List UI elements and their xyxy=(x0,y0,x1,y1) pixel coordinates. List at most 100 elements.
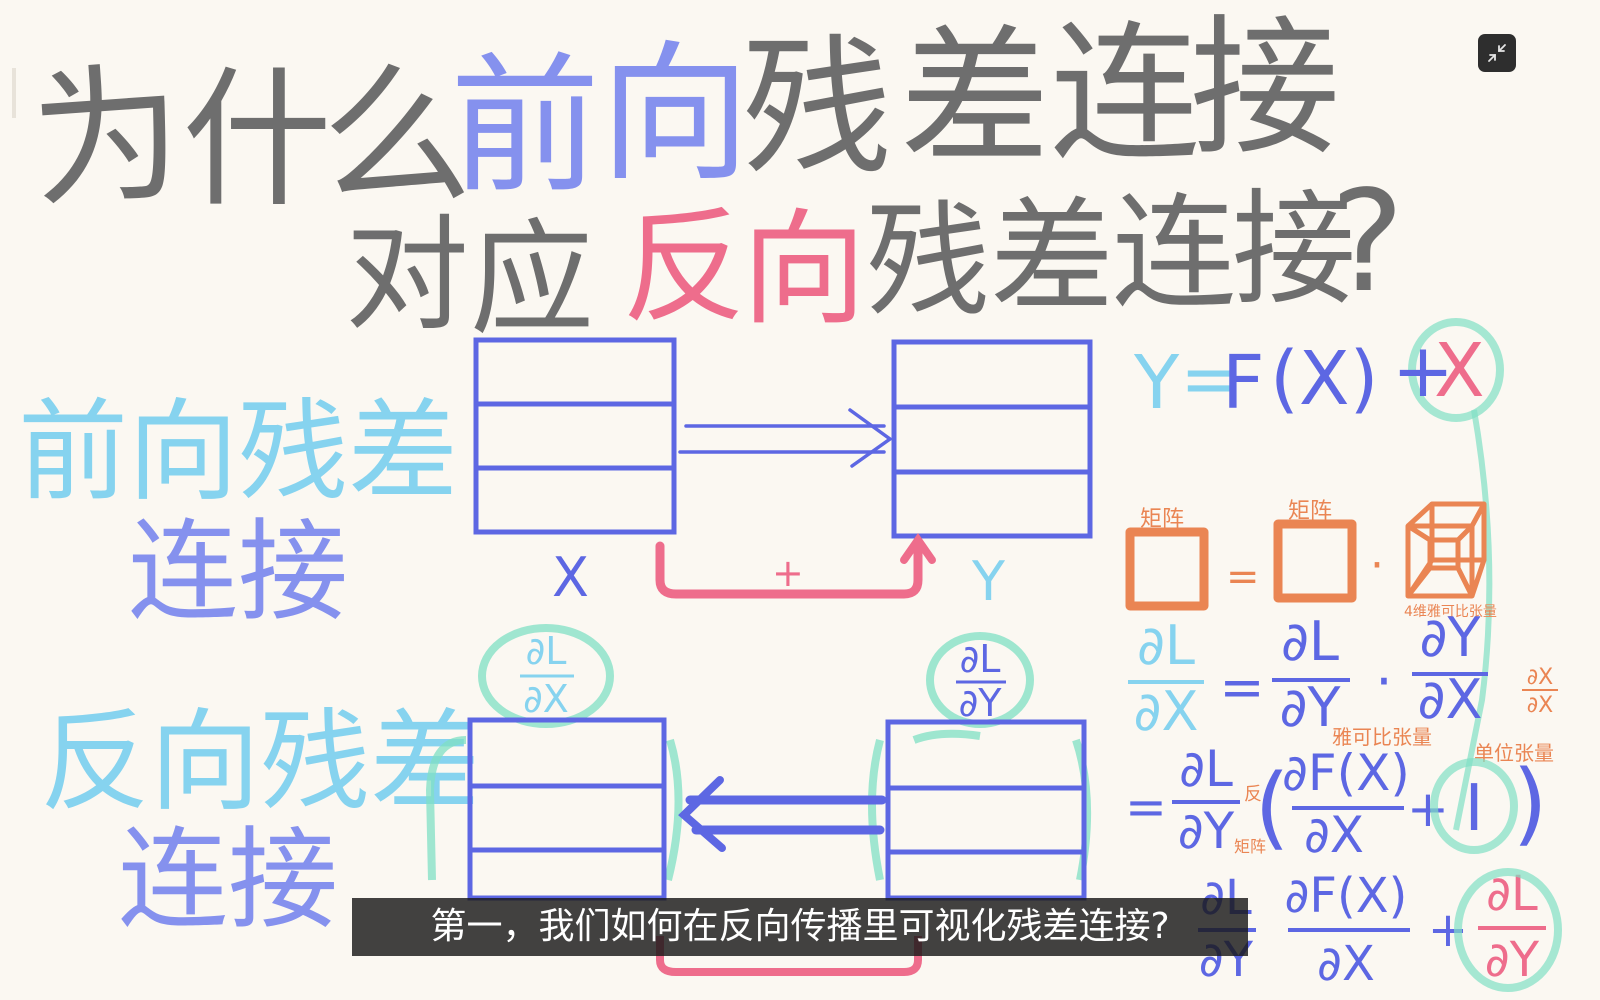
title-char: 差 xyxy=(900,12,1050,186)
matrix-equals: = xyxy=(1226,554,1260,600)
title-char: 前 xyxy=(450,40,600,214)
dl-dx-numerator: ∂L xyxy=(526,629,567,673)
l3-t2-den: ∂X xyxy=(1317,936,1375,992)
title-char: ? xyxy=(1330,161,1404,324)
chain-rule-line-3: ∂L ∂Y ∂F(X) ∂X + ∂L ∂Y xyxy=(1198,866,1546,992)
eq-equals: = xyxy=(1180,336,1242,422)
edge-handle xyxy=(12,68,16,118)
title-char: 接 xyxy=(1190,2,1340,176)
backward-dl-dx-fraction: ∂L ∂X xyxy=(520,629,574,721)
jacobian-tensor-cube xyxy=(1405,501,1487,599)
jacobian-note: 雅可比张量 xyxy=(1332,725,1432,749)
dl-dy-numerator: ∂L xyxy=(960,637,1001,681)
l2-close-paren: ) xyxy=(1512,751,1547,856)
l1-t2-den: ∂X xyxy=(1418,668,1483,731)
matrix-note-middle: 矩阵 xyxy=(1288,499,1332,524)
l2-equals: = xyxy=(1125,778,1167,836)
matrix-product-diagram xyxy=(1125,501,1487,611)
l2-t1-den: ∂Y xyxy=(1178,802,1235,860)
title-char: 残 xyxy=(742,22,892,196)
identity-side-fraction: ∂X ∂X xyxy=(1522,665,1558,718)
backward-dl-dy-fraction: ∂L ∂Y xyxy=(956,637,1006,725)
last-term-highlight xyxy=(1454,868,1562,992)
l1-t1-den: ∂Y xyxy=(1280,676,1342,739)
l1-dot: · xyxy=(1375,650,1392,713)
l1-t1-num: ∂L xyxy=(1281,610,1339,673)
matrix-dl-dx-shape xyxy=(1125,527,1209,611)
backward-highlights xyxy=(425,624,1092,881)
title-char: 反 xyxy=(622,196,746,340)
l2-t2-den: ∂X xyxy=(1304,806,1364,864)
identity-link-highlight xyxy=(1453,409,1493,831)
eq-x-paren: (X) xyxy=(1270,336,1378,422)
side-num: ∂X xyxy=(1527,665,1553,690)
dl-dy-denominator: ∂Y xyxy=(959,681,1003,725)
l1-t2-num: ∂Y xyxy=(1420,606,1482,669)
forward-x-label: X xyxy=(552,546,589,609)
title-line-2: 对 应 反 向 残 差 连 接 ? xyxy=(345,161,1404,352)
matrix-product-labels: 矩阵 矩阵 = · 4维雅可比张量 xyxy=(1140,499,1497,620)
forward-label-line-1: 前向残差 xyxy=(18,388,458,516)
title-char: 什 xyxy=(182,54,332,228)
title-char: 对 xyxy=(345,204,469,348)
title-char: 向 xyxy=(742,198,866,342)
side-den: ∂X xyxy=(1527,693,1553,718)
exit-fullscreen-button[interactable] xyxy=(1478,34,1516,72)
dl-dx-denominator: ∂X xyxy=(523,677,569,721)
l2-identity: I xyxy=(1465,772,1484,846)
matrix-dl-dy-shape xyxy=(1273,519,1357,603)
forward-residual-label: 前向残差 连接 xyxy=(18,388,458,636)
matrix-note-left: 矩阵 xyxy=(1140,507,1184,532)
eq-y: Y xyxy=(1133,340,1180,426)
title-char: 向 xyxy=(600,28,750,202)
title-char: 残 xyxy=(866,190,990,334)
l1-lhs-den: ∂X xyxy=(1134,680,1199,743)
backward-arrow xyxy=(678,776,887,852)
eq-plus: + xyxy=(1392,328,1454,414)
chain-rule-line-1: ∂L ∂X = ∂L ∂Y · ∂Y ∂X xyxy=(1128,606,1488,743)
l2-t2-num: ∂F(X) xyxy=(1282,744,1410,802)
x-term-highlight xyxy=(1408,318,1504,422)
forward-arrow xyxy=(678,408,894,468)
backward-label-line-2: 连接 xyxy=(118,816,338,944)
title-char: 连 xyxy=(1050,8,1200,182)
backward-diagram xyxy=(467,717,1087,901)
backward-residual-label: 反向残差 连接 xyxy=(40,698,480,944)
residual-equation: Y = F (X) + X xyxy=(1133,328,1485,426)
eq-x: X xyxy=(1434,328,1485,414)
forward-x-block xyxy=(473,337,677,535)
identity-highlight xyxy=(1430,758,1518,854)
forward-label-part: 前向残差 xyxy=(18,388,458,516)
l3-t2-num: ∂F(X) xyxy=(1285,868,1408,924)
title-char: 应 xyxy=(470,208,594,352)
l1-equals: = xyxy=(1219,656,1264,719)
dl-dx-highlight xyxy=(478,624,614,728)
chain-rule-line-2: = ∂L ∂Y ( ∂F(X) ∂X + I ) xyxy=(1125,740,1548,864)
l2-matrix-note: 矩阵 xyxy=(1234,837,1266,856)
backward-x-block xyxy=(467,717,667,901)
l2-open-paren: ( xyxy=(1254,755,1289,860)
l2-grad-note: 反 xyxy=(1244,784,1262,805)
title-char: 连 xyxy=(1112,182,1236,326)
title-char: 差 xyxy=(990,186,1114,330)
matrix-dot: · xyxy=(1370,540,1384,591)
backward-skip-connection xyxy=(656,936,922,976)
forward-skip-connection xyxy=(655,533,936,599)
backward-label-line-1: 反向残差 xyxy=(40,698,480,826)
eq-f: F xyxy=(1222,340,1265,426)
tensor-note: 4维雅可比张量 xyxy=(1404,604,1497,620)
forward-diagram xyxy=(473,337,1093,539)
exit-fullscreen-icon xyxy=(1488,44,1506,62)
l1-lhs-num: ∂L xyxy=(1137,614,1195,677)
title-char: 接 xyxy=(1232,178,1356,322)
title-line-1: 为 什 么 前 向 残 差 连 接 xyxy=(26,2,1340,231)
forward-label-line-2: 连接 xyxy=(128,508,348,636)
title-char: 为 xyxy=(26,46,188,230)
video-subtitle: 第一，我们如何在反向传播里可视化残差连接? xyxy=(352,898,1248,956)
l2-t1-num: ∂L xyxy=(1179,740,1233,798)
forward-y-block xyxy=(891,339,1093,539)
forward-plus-sign: + xyxy=(772,551,804,595)
backward-y-block xyxy=(885,719,1087,901)
title-char: 么 xyxy=(322,50,472,224)
